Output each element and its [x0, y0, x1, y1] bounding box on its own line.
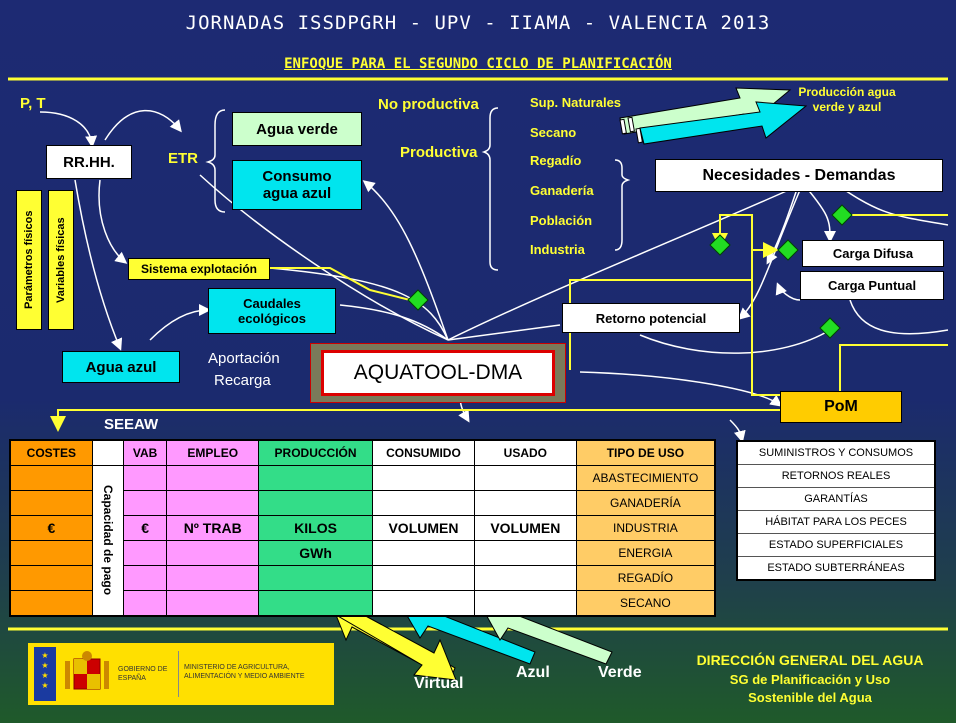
col-tipo-uso: TIPO DE USO	[575, 439, 716, 466]
table-row: REGADÍO	[9, 565, 716, 591]
rrhh-box: RR.HH.	[46, 145, 132, 179]
seeaw-table: COSTES VAB EMPLEO PRODUCCIÓN CONSUMIDO U…	[9, 439, 716, 617]
ministerio-text: MINISTERIO DE AGRICULTURA, ALIMENTACIÓN …	[184, 664, 305, 680]
etr-label: ETR	[168, 150, 198, 167]
productiva-label: Productiva	[400, 144, 478, 161]
uso-regadio: Regadío	[530, 153, 582, 168]
aportacion-label: Aportación	[208, 350, 280, 367]
produccion-verde-azul-label: Producción agua verde y azul	[798, 85, 896, 114]
logo-divider	[178, 651, 179, 697]
virtual-label: Virtual	[414, 675, 464, 692]
consumido-unit: VOLUMEN	[372, 515, 475, 541]
produccion-unit-gwh: GWh	[258, 540, 374, 566]
variables-fisicas-box: Variables físicas	[48, 190, 74, 330]
coat-of-arms-icon	[60, 649, 114, 699]
table-header-row: COSTES VAB EMPLEO PRODUCCIÓN CONSUMIDO U…	[9, 439, 716, 466]
tipo-ganaderia: GANADERÍA	[575, 490, 716, 516]
indicator-suministros: SUMINISTROS Y CONSUMOS	[736, 440, 936, 465]
agua-azul-box: Agua azul	[62, 351, 180, 383]
col-usado: USADO	[473, 439, 577, 466]
indicator-habitat: HÁBITAT PARA LOS PECES	[736, 510, 936, 534]
tipo-abastecimiento: ABASTECIMIENTO	[575, 465, 716, 491]
capacidad-de-pago-label: Capacidad de pago	[100, 485, 115, 596]
sistema-explotacion-box: Sistema explotación	[128, 258, 270, 280]
tipo-industria: INDUSTRIA	[575, 515, 716, 541]
carga-difusa-box: Carga Difusa	[802, 240, 944, 267]
produccion-unit-kilos: KILOS	[258, 515, 374, 541]
table-row: GANADERÍA	[9, 490, 716, 516]
table-row: Capacidad de pago ABASTECIMIENTO	[9, 465, 716, 617]
azul-label: Azul	[516, 664, 550, 681]
green-diamond	[407, 289, 429, 311]
direccion-general-label: DIRECCIÓN GENERAL DEL AGUA	[696, 652, 924, 668]
empleo-unit: Nº TRAB	[166, 515, 260, 541]
col-empleo: EMPLEO	[166, 439, 260, 466]
table-row: GWh ENERGIA	[9, 540, 716, 566]
gobierno-text: GOBIERNO DE ESPAÑA	[118, 666, 168, 682]
tipo-secano: SECANO	[575, 590, 716, 617]
agua-verde-box: Agua verde	[232, 112, 362, 146]
col-costes: COSTES	[9, 439, 93, 466]
carga-puntual-box: Carga Puntual	[800, 271, 944, 300]
col-capacidad	[91, 439, 124, 466]
no-productiva-label: No productiva	[378, 96, 479, 113]
tipo-energia: ENERGIA	[575, 540, 716, 566]
table-row: € € Nº TRAB KILOS VOLUMEN VOLUMEN INDUST…	[9, 515, 716, 541]
indicator-estado-subterraneas: ESTADO SUBTERRÁNEAS	[736, 556, 936, 581]
necesidades-demandas-box: Necesidades - Demandas	[655, 159, 943, 192]
uso-sup-naturales: Sup. Naturales	[530, 95, 622, 110]
retorno-potencial-box: Retorno potencial	[562, 303, 740, 333]
caudales-ecologicos-box: Caudales ecológicos	[208, 288, 336, 334]
recarga-label: Recarga	[214, 372, 271, 389]
seeaw-label: SEEAW	[104, 416, 159, 433]
uso-secano: Secano	[530, 125, 577, 140]
usado-unit: VOLUMEN	[473, 515, 577, 541]
pt-label: P, T	[20, 95, 46, 112]
col-vab: VAB	[122, 439, 168, 466]
sg-planificacion-label: SG de Planificación y Uso	[729, 672, 891, 687]
indicator-retornos: RETORNOS REALES	[736, 464, 936, 488]
verde-label: Verde	[598, 664, 642, 681]
sostenible-agua-label: Sostenible del Agua	[748, 690, 872, 705]
uso-industria: Industria	[530, 242, 585, 257]
costes-unit: €	[9, 515, 93, 541]
col-consumido: CONSUMIDO	[372, 439, 475, 466]
capacidad-cell: Capacidad de pago	[91, 465, 124, 617]
tipo-regadio: REGADÍO	[575, 565, 716, 591]
page-subtitle: ENFOQUE PARA EL SEGUNDO CICLO DE PLANIFI…	[284, 56, 672, 72]
indicator-garantias: GARANTÍAS	[736, 487, 936, 511]
table-row: SECANO	[9, 590, 716, 617]
uso-ganaderia: Ganadería	[530, 183, 594, 198]
uso-poblacion: Población	[530, 213, 593, 228]
indicators-table: SUMINISTROS Y CONSUMOS RETORNOS REALES G…	[736, 440, 936, 581]
eu-flag-icon: ★★★★	[34, 647, 56, 701]
aquatool-frame: AQUATOOL-DMA	[310, 343, 566, 403]
government-logo: ★★★★ GOBIERNO DE ESPAÑA MINISTERIO DE AG…	[28, 643, 334, 705]
page-title: JORNADAS ISSDPGRH - UPV - IIAMA - VALENC…	[185, 12, 771, 34]
consumo-agua-azul-box: Consumo agua azul	[232, 160, 362, 210]
col-produccion: PRODUCCIÓN	[258, 439, 374, 466]
pom-box: PoM	[780, 391, 902, 423]
aquatool-box: AQUATOOL-DMA	[321, 350, 555, 396]
indicator-estado-superficiales: ESTADO SUPERFICIALES	[736, 533, 936, 557]
parametros-fisicos-box: Parámetros físicos	[16, 190, 42, 330]
vab-unit: €	[122, 515, 168, 541]
